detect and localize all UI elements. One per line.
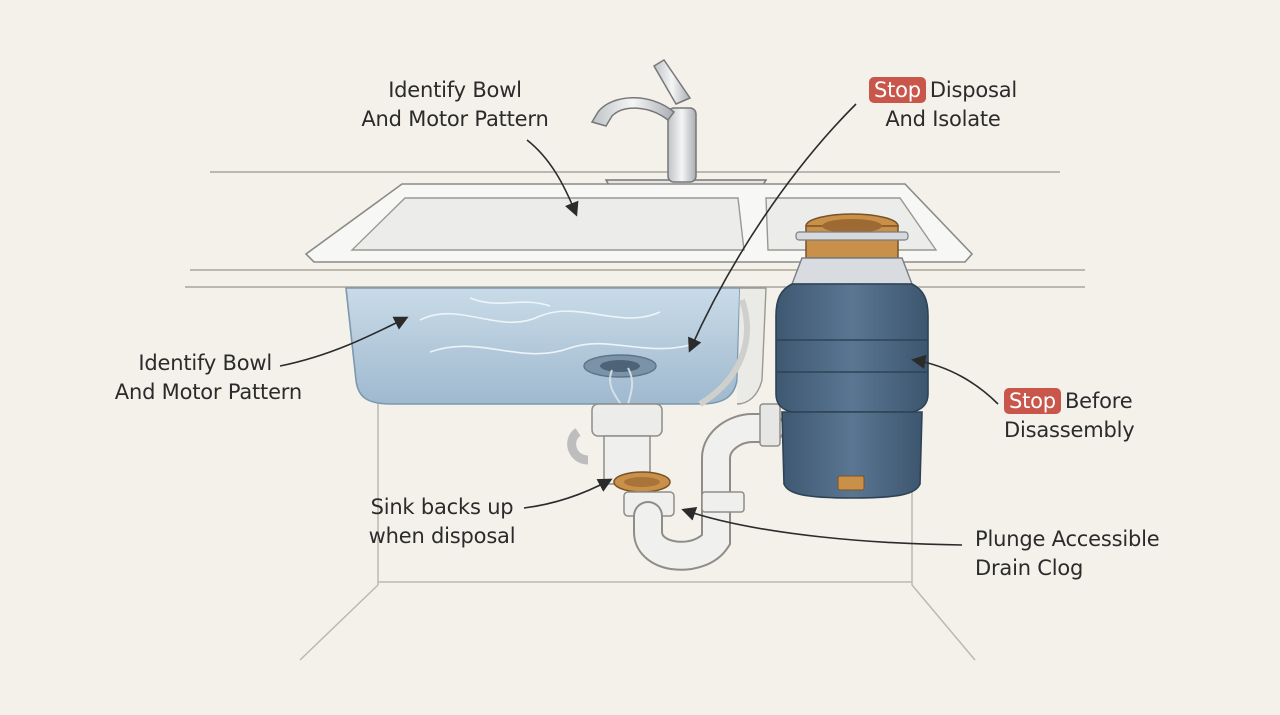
label-line: Sink backs up bbox=[370, 495, 514, 519]
label-text: Disposal bbox=[929, 78, 1018, 102]
label-line: Identify Bowl bbox=[138, 351, 272, 375]
label-line: Disassembly bbox=[1004, 418, 1135, 442]
label-identify-bowl-left: Identify Bowl And Motor Pattern bbox=[90, 349, 302, 407]
arrow-sink-backs bbox=[523, 478, 613, 509]
label-line: And Motor Pattern bbox=[114, 380, 302, 404]
stop-tag: Stop bbox=[868, 77, 926, 103]
disposal-icon bbox=[775, 213, 929, 499]
arrow-bowl-top bbox=[526, 139, 579, 217]
label-line: Drain Clog bbox=[975, 556, 1084, 580]
label-line: when disposal bbox=[368, 524, 516, 548]
arrow-stop-disassembly bbox=[911, 354, 999, 405]
label-line: And Motor Pattern bbox=[361, 107, 549, 131]
label-identify-bowl-top: Identify Bowl And Motor Pattern bbox=[345, 76, 565, 134]
p-trap-icon bbox=[567, 299, 785, 571]
label-line: And Isolate bbox=[885, 107, 1001, 131]
label-sink-backs-up: Sink backs up when disposal bbox=[356, 493, 528, 551]
arrow-icon bbox=[279, 103, 999, 546]
arrow-plunge bbox=[681, 506, 963, 546]
faucet-icon bbox=[590, 58, 768, 191]
label-line: Identify Bowl bbox=[388, 78, 522, 102]
label-plunge-drain-clog: Plunge Accessible Drain Clog bbox=[975, 525, 1195, 583]
label-text: Before bbox=[1064, 389, 1133, 413]
label-line: Plunge Accessible bbox=[975, 527, 1160, 551]
countertop bbox=[185, 171, 1085, 288]
stop-tag: Stop bbox=[1004, 388, 1061, 414]
arrow-bowl-left bbox=[279, 316, 409, 367]
arrow-stop-disposal bbox=[688, 103, 857, 353]
